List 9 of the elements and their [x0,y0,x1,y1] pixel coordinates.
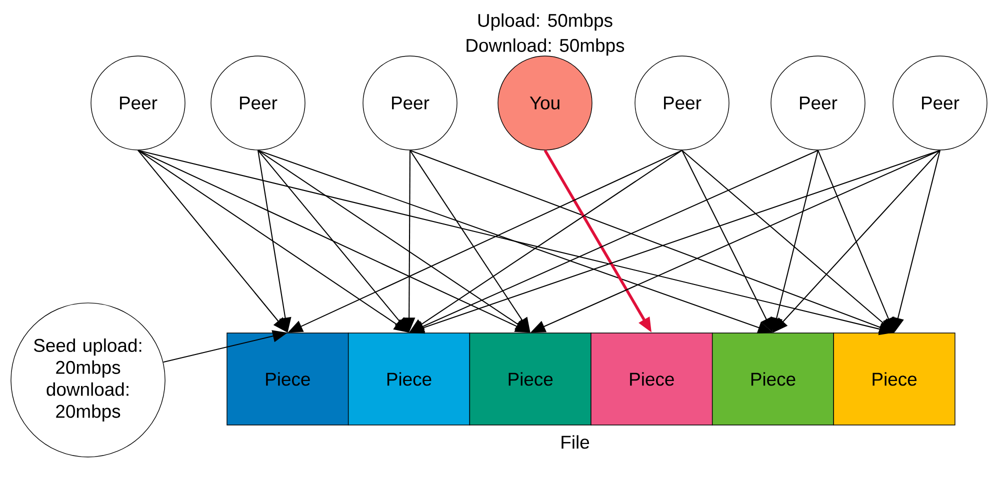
piece-box: Piece [226,332,349,426]
piece-box: Piece [469,332,592,426]
piece-box: Piece [833,332,956,426]
piece-box: Piece [348,332,470,426]
piece-box: Piece [712,332,834,426]
bandwidth-note: Download: 50mbps [466,38,624,56]
piece-box: Piece [590,332,713,426]
file-label: File [562,435,590,449]
bandwidth-note: Upload: 50mbps [478,13,612,31]
